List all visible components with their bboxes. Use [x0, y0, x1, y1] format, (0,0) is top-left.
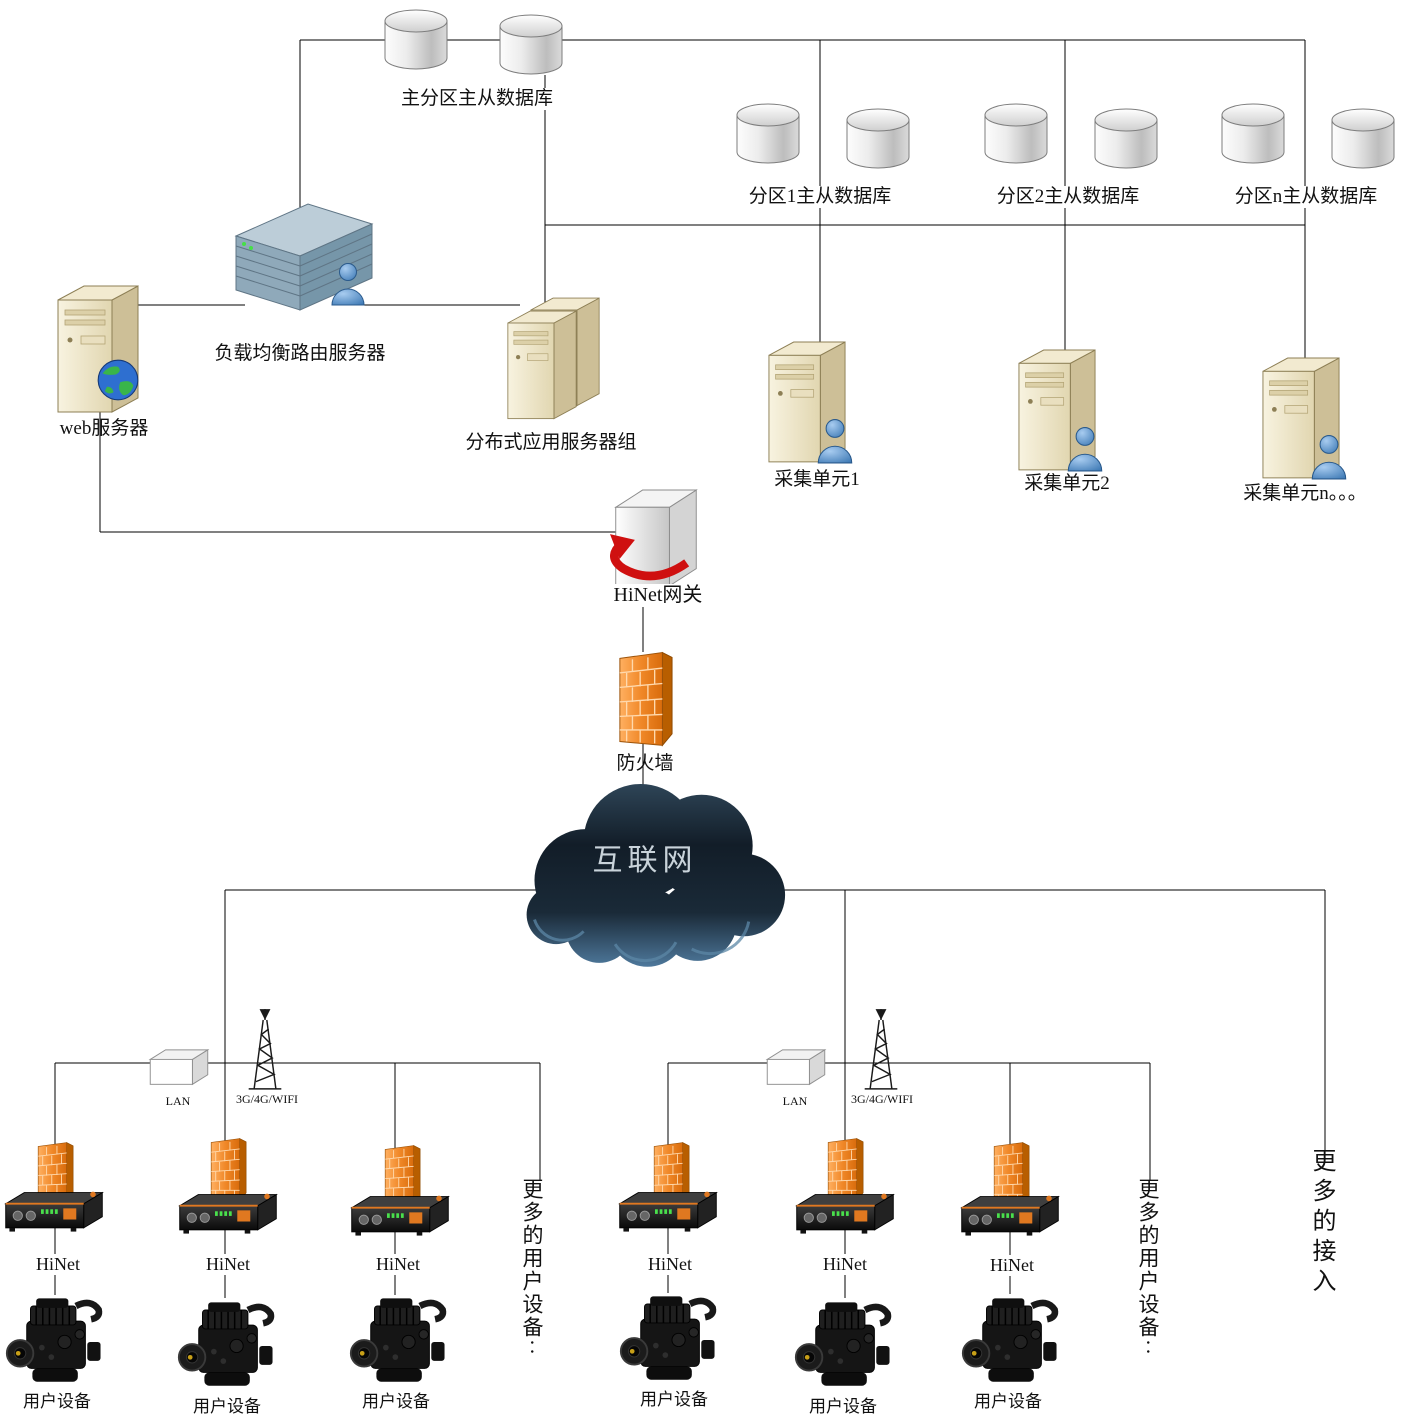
- app-server-group-label: 分布式应用服务器组: [465, 432, 637, 453]
- database-icon: [845, 107, 911, 171]
- hinet-router-icon: [348, 1190, 452, 1244]
- gateway-label: HiNet网关: [610, 584, 706, 607]
- person-icon: [1310, 434, 1348, 480]
- tower-server-icon: [507, 302, 577, 426]
- collect-unit1-label: 采集单元1: [774, 469, 860, 490]
- more-user-devices-label-left: 更多的用户设备··: [520, 1178, 544, 1357]
- hinet-router-icon: [176, 1188, 280, 1242]
- more-access-label: 更多的接入: [1308, 1148, 1334, 1298]
- internet-label: 互联网: [592, 844, 698, 877]
- engine-icon: [618, 1290, 724, 1388]
- database-icon: [735, 102, 801, 166]
- hinet-label: HiNet: [33, 1254, 83, 1275]
- hinet-label: HiNet: [820, 1254, 870, 1275]
- hinet-label: HiNet: [987, 1255, 1037, 1276]
- load-balancer-label: 负载均衡路由服务器: [214, 343, 386, 364]
- partition1-db-label: 分区1主从数据库: [745, 186, 895, 208]
- engine-icon: [960, 1292, 1066, 1390]
- hinet-label: HiNet: [203, 1254, 253, 1275]
- user-device-label: 用户设备: [193, 1397, 261, 1416]
- database-icon: [1093, 107, 1159, 171]
- lan-box-icon: [148, 1046, 210, 1092]
- hinet-router-icon: [793, 1188, 897, 1242]
- gateway-icon: [610, 484, 702, 590]
- wireless-label-right: 3G/4G/WIFI: [851, 1092, 913, 1106]
- user-device-label: 用户设备: [640, 1390, 708, 1409]
- web-server-label: web服务器: [59, 418, 149, 439]
- partition2-db-label: 分区2主从数据库: [993, 186, 1143, 208]
- user-device-label: 用户设备: [362, 1392, 430, 1411]
- lan-label-right: LAN: [782, 1094, 808, 1108]
- firewall-label: 防火墙: [616, 753, 674, 774]
- person-icon: [1066, 426, 1104, 472]
- person-icon: [816, 418, 854, 464]
- hinet-router-icon: [2, 1186, 106, 1240]
- partitionN-db-label: 分区n主从数据库: [1231, 186, 1381, 208]
- main-db-label: 主分区主从数据库: [397, 88, 557, 110]
- hinet-label: HiNet: [645, 1254, 695, 1275]
- firewall-icon: [616, 648, 674, 748]
- database-icon: [498, 13, 564, 77]
- collect-unit2-label: 采集单元2: [1024, 473, 1110, 494]
- engine-icon: [176, 1296, 282, 1394]
- person-icon: [330, 262, 366, 306]
- database-icon: [1330, 107, 1396, 171]
- hinet-label: HiNet: [373, 1254, 423, 1275]
- globe-icon: [96, 358, 140, 402]
- user-device-label: 用户设备: [974, 1392, 1042, 1411]
- database-icon: [383, 8, 449, 72]
- wireless-label-left: 3G/4G/WIFI: [236, 1092, 298, 1106]
- engine-icon: [793, 1296, 899, 1394]
- antenna-tower-icon: [852, 1004, 910, 1094]
- database-icon: [983, 102, 1049, 166]
- engine-icon: [348, 1292, 454, 1390]
- lan-label-left: LAN: [165, 1094, 191, 1108]
- database-icon: [1220, 102, 1286, 166]
- engine-icon: [4, 1292, 110, 1390]
- hinet-router-icon: [616, 1186, 720, 1240]
- user-device-label: 用户设备: [23, 1392, 91, 1411]
- more-user-devices-label-right: 更多的用户设备··: [1136, 1178, 1160, 1357]
- antenna-tower-icon: [236, 1004, 294, 1094]
- collect-unitN-label: 采集单元n。。。: [1243, 483, 1367, 504]
- lan-box-icon: [765, 1046, 827, 1092]
- hinet-router-icon: [958, 1190, 1062, 1244]
- user-device-label: 用户设备: [809, 1397, 877, 1416]
